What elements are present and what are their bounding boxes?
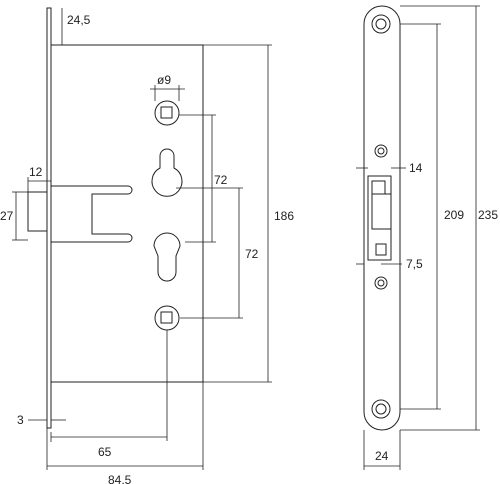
lower-follower-square xyxy=(160,311,173,324)
upper-follower-square xyxy=(160,106,173,119)
dimension-follower-diameter-label: ø9 xyxy=(157,73,171,87)
screw-hole-bottom xyxy=(371,399,391,419)
dimension-latch-height-label: 27 xyxy=(0,209,14,223)
strike-plate xyxy=(363,5,401,431)
dimension-top-offset-label: 24,5 xyxy=(67,13,91,27)
dimension-top-offset: 24,5 xyxy=(58,8,91,46)
dimension-strike-width-right-label: 14 xyxy=(409,161,423,175)
dimension-strike-offset-label: 7,5 xyxy=(406,257,423,271)
mortise-lock-view: 24,5 ø9 12 27 72 xyxy=(0,7,294,484)
dimension-backset-label: 65 xyxy=(98,445,112,459)
dimension-backset: 65 xyxy=(50,330,168,459)
dimension-strike-hole-spacing-label: 209 xyxy=(444,208,464,222)
dimension-faceplate-thickness-label: 3 xyxy=(17,413,24,427)
bolt-slide xyxy=(51,185,133,243)
faceplate xyxy=(46,7,52,429)
dimension-strike-width-right: 14 xyxy=(356,161,423,175)
dimension-strike-offset: 7,5 xyxy=(356,257,423,271)
dimension-strike-hole-spacing: 209 xyxy=(400,23,464,410)
dimension-case-depth: 84,5 xyxy=(46,382,204,484)
dimension-latch-projection: 12 xyxy=(27,165,51,192)
dimension-case-depth-label: 84,5 xyxy=(108,473,132,484)
latch-opening xyxy=(367,175,392,261)
dimension-strike-width: 24 xyxy=(363,430,401,470)
dimension-faceplate-thickness: 3 xyxy=(17,413,66,427)
strike-plate-view: 14 7,5 209 235 24 xyxy=(356,5,498,470)
upper-follower xyxy=(154,100,180,126)
dimension-latch-projection-label: 12 xyxy=(29,165,43,179)
keyhole-upper xyxy=(151,148,183,197)
screw-hole-upper xyxy=(374,144,388,158)
dimension-distance-lower: 72 xyxy=(176,187,259,319)
dimension-case-height-label: 186 xyxy=(274,209,294,223)
cylinder-hole xyxy=(153,232,181,282)
dimension-distance-upper: 72 xyxy=(179,114,228,243)
lock-case xyxy=(50,44,204,383)
dimension-distance-upper-label: 72 xyxy=(214,173,228,187)
dimension-strike-height-label: 235 xyxy=(478,208,498,222)
dimension-strike-height: 235 xyxy=(400,5,498,431)
dimension-case-height: 186 xyxy=(203,44,294,383)
screw-hole-top xyxy=(371,14,391,34)
dimension-distance-lower-label: 72 xyxy=(245,247,259,261)
dimension-strike-width-label: 24 xyxy=(375,449,389,463)
dimension-follower-diameter: ø9 xyxy=(150,73,185,101)
screw-hole-lower xyxy=(374,276,388,290)
dimension-latch-height: 27 xyxy=(0,191,28,241)
latch-bolt xyxy=(27,191,48,232)
